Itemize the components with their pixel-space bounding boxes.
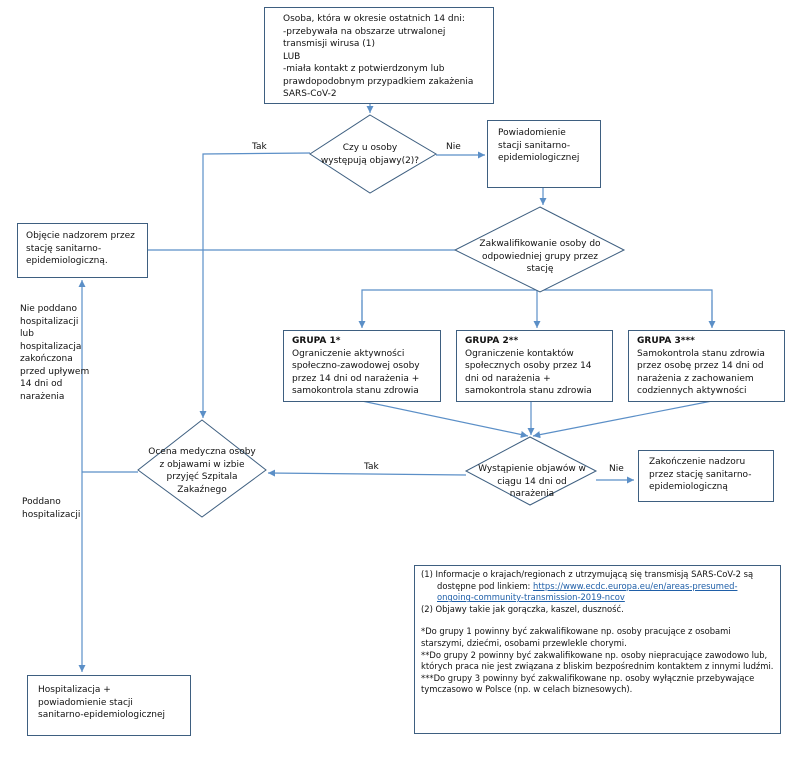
decision-symptoms-shape [309,114,437,194]
decision-medical-text: Ocena medyczna osoby z objawami w izbie … [148,447,256,495]
no-label-2: Nie [609,464,624,474]
yes-label-2: Tak [364,462,379,472]
not-hospitalized-label: Nie poddano hospitalizacji lub hospitali… [20,304,90,402]
group-text: Ograniczenie kontaktów społecznych osoby… [465,348,592,397]
group-text: Ograniczenie aktywności społeczno-zawodo… [292,348,420,397]
yes-label: Tak [252,142,267,152]
decision-group-text: Zakwalifikowanie osoby do odpowiedniej g… [479,239,601,274]
start-line: LUB [283,51,301,62]
hospitalized-label: Poddano hospitalizacji [22,497,81,520]
group-title: GRUPA 1* [292,336,341,346]
group-1-box: GRUPA 1* Ograniczenie aktywności społeczn… [283,330,441,402]
note-1: (1) Informacje o krajach/regionach z utr… [421,569,774,604]
group-title: GRUPA 2** [465,336,519,346]
no-label: Nie [446,142,461,152]
hospital-box: Hospitalizacja + powiadomienie stacji sa… [27,675,191,736]
decision-group-shape [453,206,626,293]
start-line: SARS-CoV-2 [283,89,337,99]
notes-box: (1) Informacje o krajach/regionach z utr… [414,565,781,734]
note-group-1: *Do grupy 1 powinny być zakwalifikowane … [421,626,731,648]
notify-box: Powiadomienie stacji sanitarno-epidemiol… [487,120,601,188]
group-text: Samokontrola stanu zdrowia przez osobę p… [637,348,765,397]
group-2-box: GRUPA 2** Ograniczenie kontaktów społeczn… [456,330,613,402]
note-group-2: **Do grupy 2 powinny być zakwalifikowane… [421,649,774,672]
group-3-box: GRUPA 3*** Samokontrola stanu zdrowia prz… [628,330,785,402]
group-title: GRUPA 3*** [637,336,695,346]
decision-onset-text: Wystąpienie objawów w ciągu 14 dni od na… [478,464,586,499]
end-box: Zakończenie nadzoru przez stację sanitar… [638,450,774,502]
start-line: prawdopodobnym przypadkiem zakażenia [283,76,474,87]
note-group-3: ***Do grupy 3 powinny być zakwalifikowan… [421,672,755,695]
arrow-yes-to-medical2 [267,469,467,477]
arrow-yes-to-medical [199,152,311,418]
supervision-box: Objęcie nadzorem przez stację sanitarno-… [17,223,148,278]
start-line: Osoba, która w okresie ostatnich 14 dni: [283,14,465,24]
start-line: -przebywała na obszarze utrwalonej [283,26,446,37]
decision-onset-shape [464,436,598,506]
start-line: transmisji wirusa (1) [283,39,376,49]
start-line: -miała kontakt z potwierdzonym lub [283,64,445,74]
note-2: (2) Objawy takie jak gorączka, kaszel, d… [421,603,624,614]
note-1-text: (1) Informacje o krajach/regionach z utr… [421,569,754,591]
decision-symptoms-text: Czy u osoby występują objawy(2)? [320,143,420,166]
ecdc-link[interactable]: https://www.ecdc.europa.eu/en/areas-pres… [437,580,738,603]
start-box: Osoba, która w okresie ostatnich 14 dni:… [264,7,494,104]
decision-medical-shape [137,419,267,518]
